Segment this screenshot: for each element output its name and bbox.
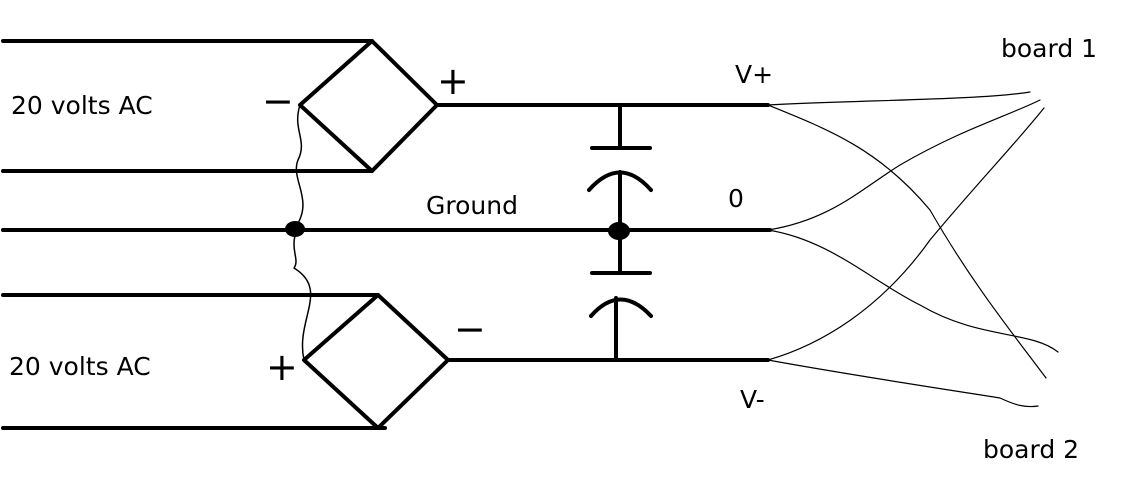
bridge-rectifier-bottom — [302, 293, 450, 430]
bridge-bottom-plus-wire — [293, 231, 312, 361]
capacitor-2-curved-plate — [589, 297, 653, 318]
rail-zero-label: 0 — [728, 184, 744, 213]
board-2-label: board 2 — [983, 435, 1080, 464]
source-bottom-label: 20 volts AC — [9, 352, 151, 381]
rail-negative-label: V- — [740, 385, 765, 414]
bridge-top-plus-sign: + — [437, 59, 469, 103]
bridge-bottom-minus-sign: − — [454, 307, 486, 351]
board-wire-positive-to-board-1 — [767, 91, 1031, 106]
source-top-label: 20 volts AC — [11, 91, 153, 120]
board-wire-zero-to-board-1 — [767, 99, 1041, 231]
board-wire-negative-to-board-1 — [767, 107, 1045, 361]
board-wire-positive-to-board-2 — [767, 104, 1047, 379]
board-wire-negative-to-board-2 — [767, 359, 1039, 408]
ground-junction-capacitors — [608, 222, 630, 240]
board-wire-zero-to-board-2 — [767, 229, 1059, 353]
ground-label: Ground — [426, 191, 518, 220]
board-1-label: board 1 — [1001, 34, 1098, 63]
bridge-top-minus-wire — [294, 104, 304, 229]
bridge-top-minus-sign: − — [262, 79, 294, 123]
bridge-bottom-plus-sign: + — [266, 345, 298, 389]
rail-positive-label: V+ — [735, 60, 774, 89]
ground-junction-left — [285, 221, 305, 237]
bridge-rectifier-top — [298, 39, 439, 173]
